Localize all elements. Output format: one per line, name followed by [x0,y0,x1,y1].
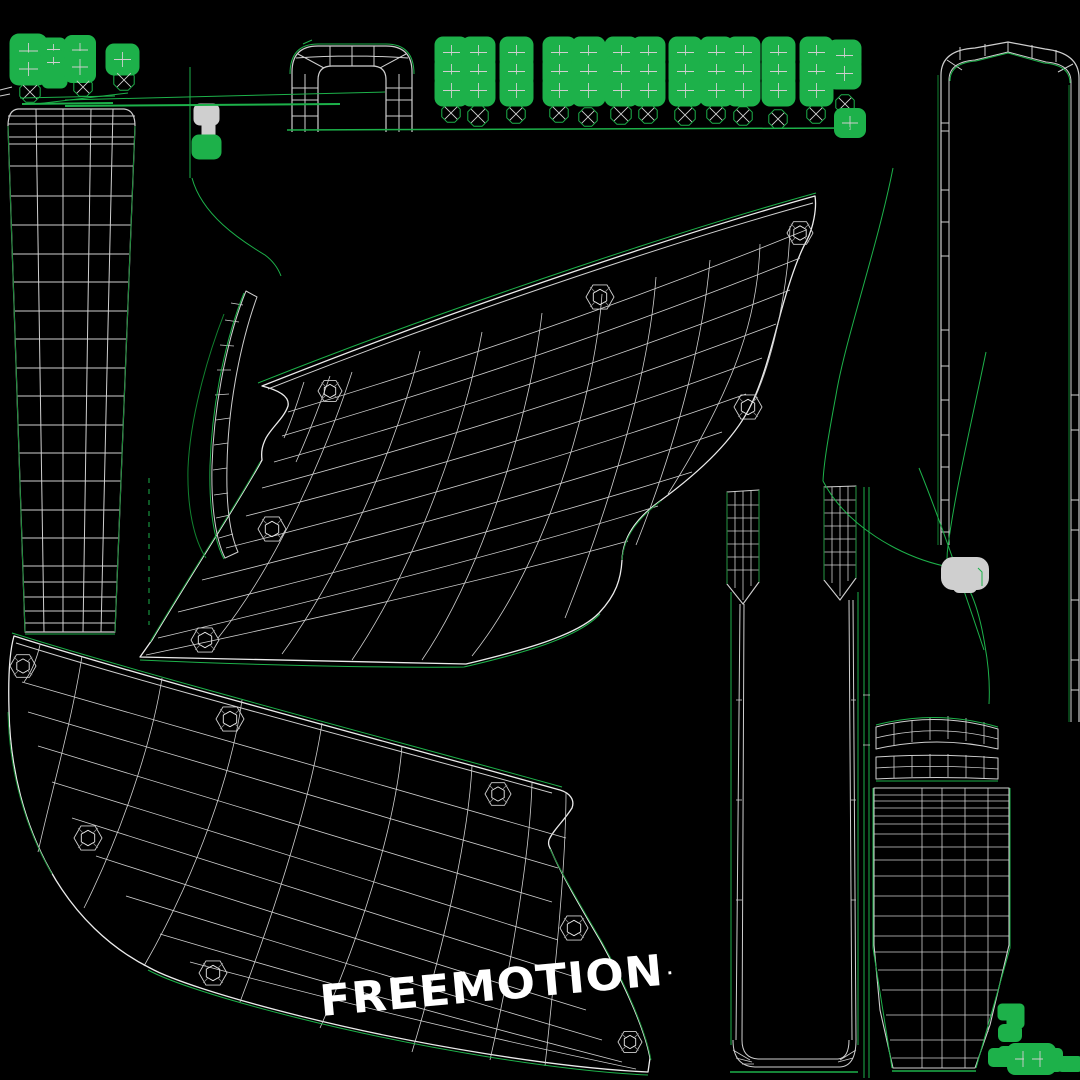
green-rail-pair [863,487,870,1078]
top-left-fragments [9,33,140,105]
top-square-columns [434,36,866,138]
right-curved-bars [875,716,999,782]
upper-side-panel [139,192,817,668]
left-grid-panel [0,86,136,635]
top-center-arch [289,39,415,132]
bottom-right-grid [872,787,1011,1072]
curved-blade-strip [148,290,258,625]
seam-lines [64,91,851,131]
center-bottom-frame [726,485,859,1073]
lower-side-panel [7,632,652,1076]
bottom-right-fragments [988,1003,1080,1075]
top-right-arch [937,41,1080,722]
left-edge-marks [189,67,282,277]
right-green-curves [822,167,990,705]
freemotion-logo-trademark-dot: . [665,959,675,979]
